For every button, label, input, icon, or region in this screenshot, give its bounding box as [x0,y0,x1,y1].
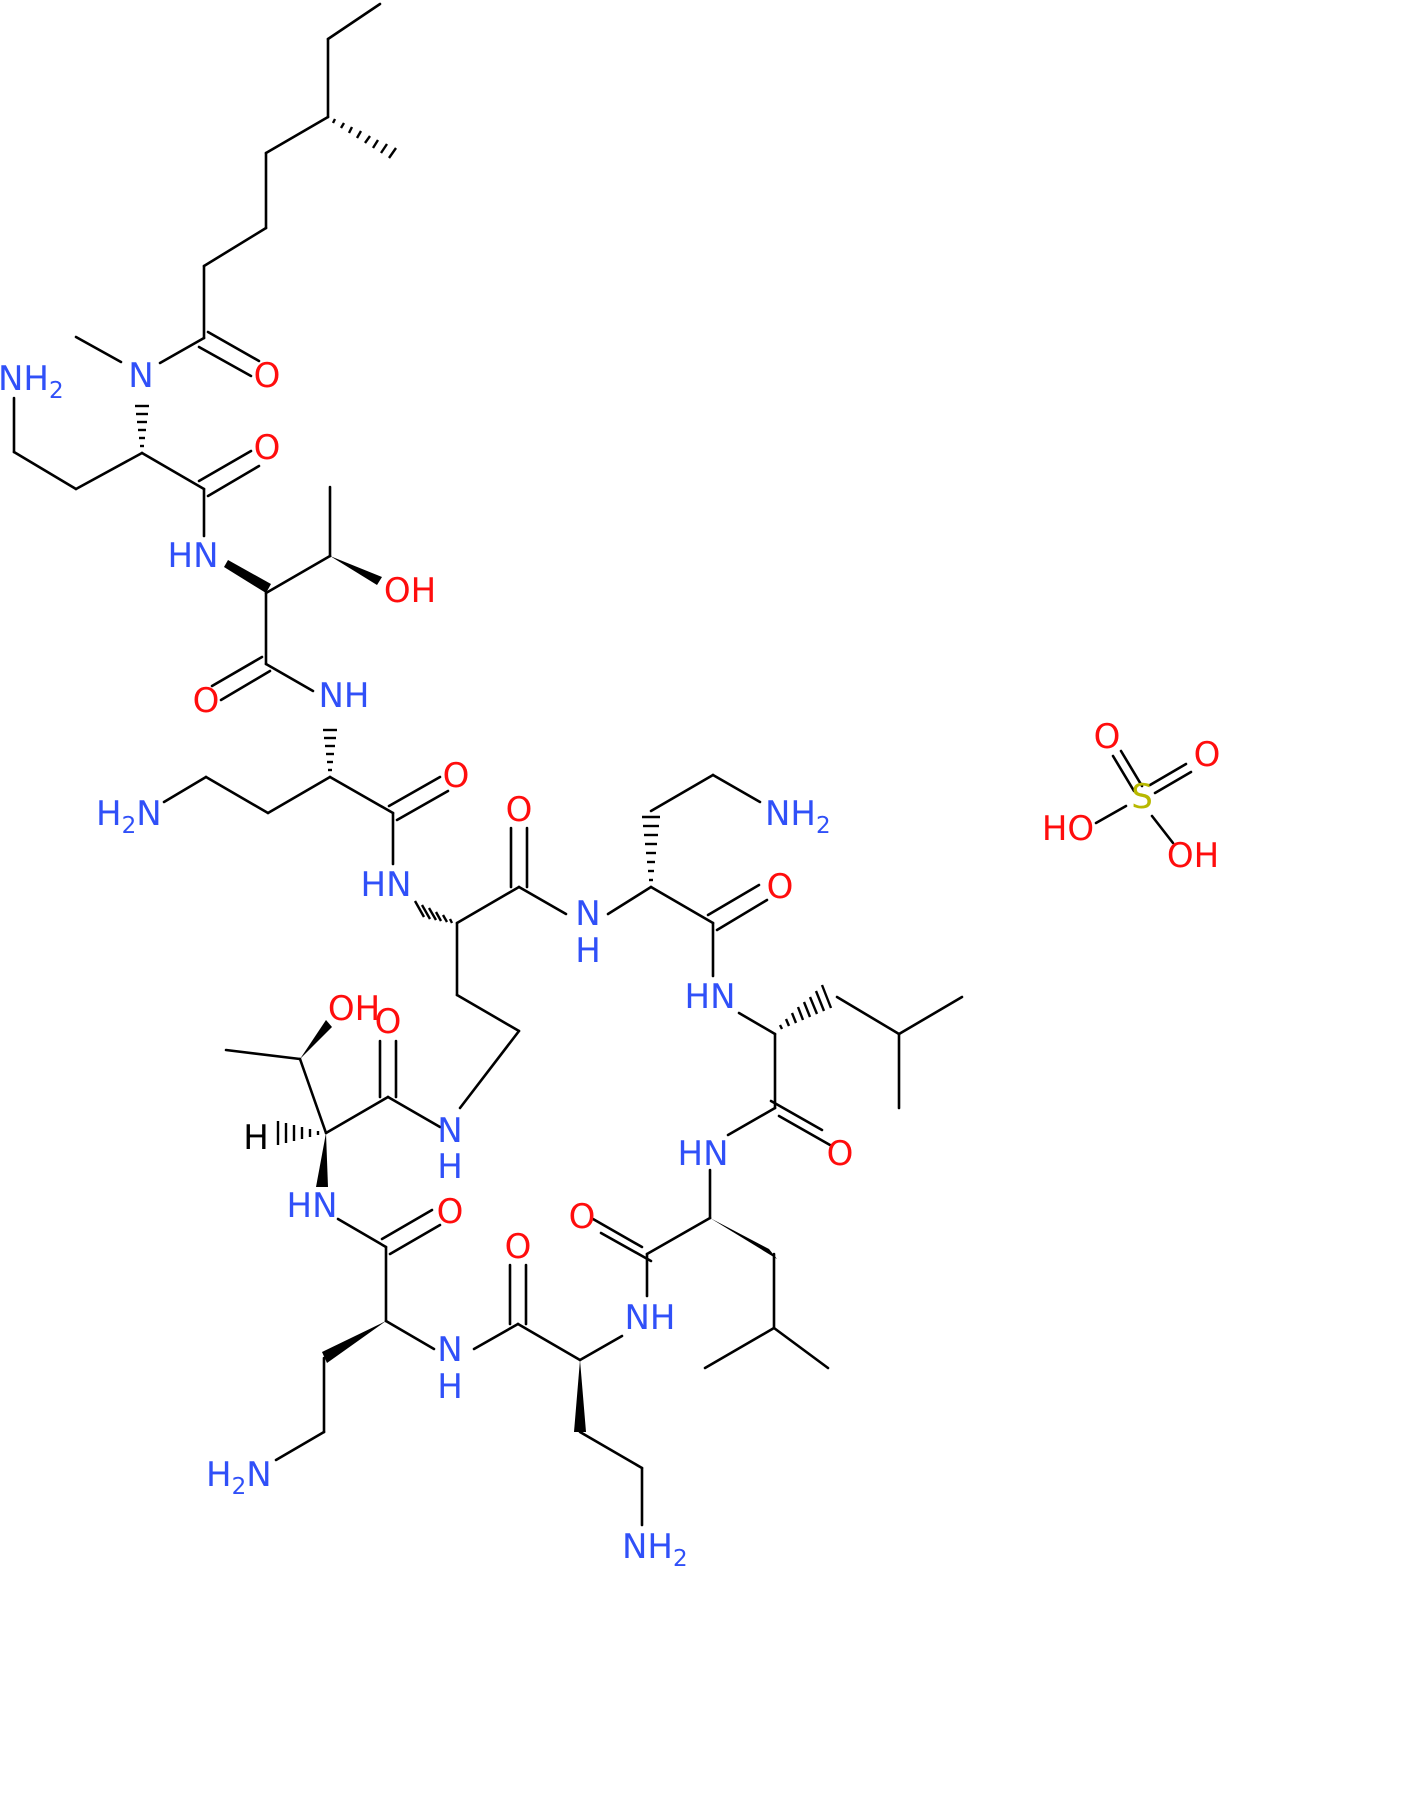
amine-nh2-label: NH2 [0,359,64,404]
carbonyl-o-label: O [254,428,281,468]
hash-bond [413,900,454,924]
amide-n-label: N [437,1111,462,1151]
amide-hn-label: HN [685,977,736,1017]
sulfate-ho-label: HO [1042,809,1094,849]
wedge-bond [300,1020,332,1059]
hash-bond [331,118,397,159]
amine-nh2-label: NH2 [622,1527,688,1572]
carbonyl-o-label: O [193,681,220,721]
amide-hn-label: HN [678,1134,729,1174]
amide-nh-label: NH [319,676,370,716]
amide-n-label: N [437,1330,462,1370]
hash-bond [323,728,337,772]
wedge-bond [224,560,271,593]
amide-h-label: H [437,1147,463,1187]
carbonyl-o-label: O [437,1192,464,1232]
amide-n-label: N [575,894,600,934]
amide-hn-label: HN [168,536,219,576]
sulfate-oh-label: OH [1167,836,1219,876]
amide-hn-label: HN [361,865,412,905]
atom-labels: NH2 N O O HN OH O NH O H2N HN O N H NH2 … [0,356,1220,1572]
stereo-h-label: H [243,1118,269,1158]
sulfur-s-label: S [1131,777,1153,817]
hydroxyl-oh-label: OH [328,989,380,1029]
sulfate-o-label: O [1194,735,1221,775]
hash-bond [276,1121,320,1145]
sulfate-o-label: O [1094,717,1121,757]
hash-bond [135,404,149,448]
wedge-bond [322,1321,386,1363]
amide-h-label: H [575,931,601,971]
amide-h-label: H [437,1367,463,1407]
hydroxyl-oh-label: OH [384,571,436,611]
carbonyl-o-label: O [254,356,281,396]
carbonyl-o-label: O [443,756,470,796]
bond-lines [12,2,1193,1527]
carbonyl-o-label: O [569,1197,596,1237]
carbonyl-o-label: O [827,1134,854,1174]
amine-h2n-label: H2N [96,794,162,839]
wedge-bond [316,1133,328,1187]
amine-h2n-label: H2N [206,1455,272,1500]
amine-nh2-label: NH2 [765,794,831,839]
hash-bond [642,815,660,882]
carbonyl-o-label: O [506,790,533,830]
amide-nh-label: NH [625,1298,676,1338]
carbonyl-o-label: O [505,1227,532,1267]
carbonyl-o-label: O [767,867,794,907]
amide-hn-label: HN [287,1186,338,1226]
wedge-bond [710,1218,777,1259]
stereo-bonds [135,118,833,1432]
n-methyl-label: N [128,356,153,396]
carbonyl-o-label: O [375,1002,402,1042]
wedge-bond [574,1360,586,1432]
wedge-bond [330,556,382,585]
hash-bond [778,984,833,1030]
